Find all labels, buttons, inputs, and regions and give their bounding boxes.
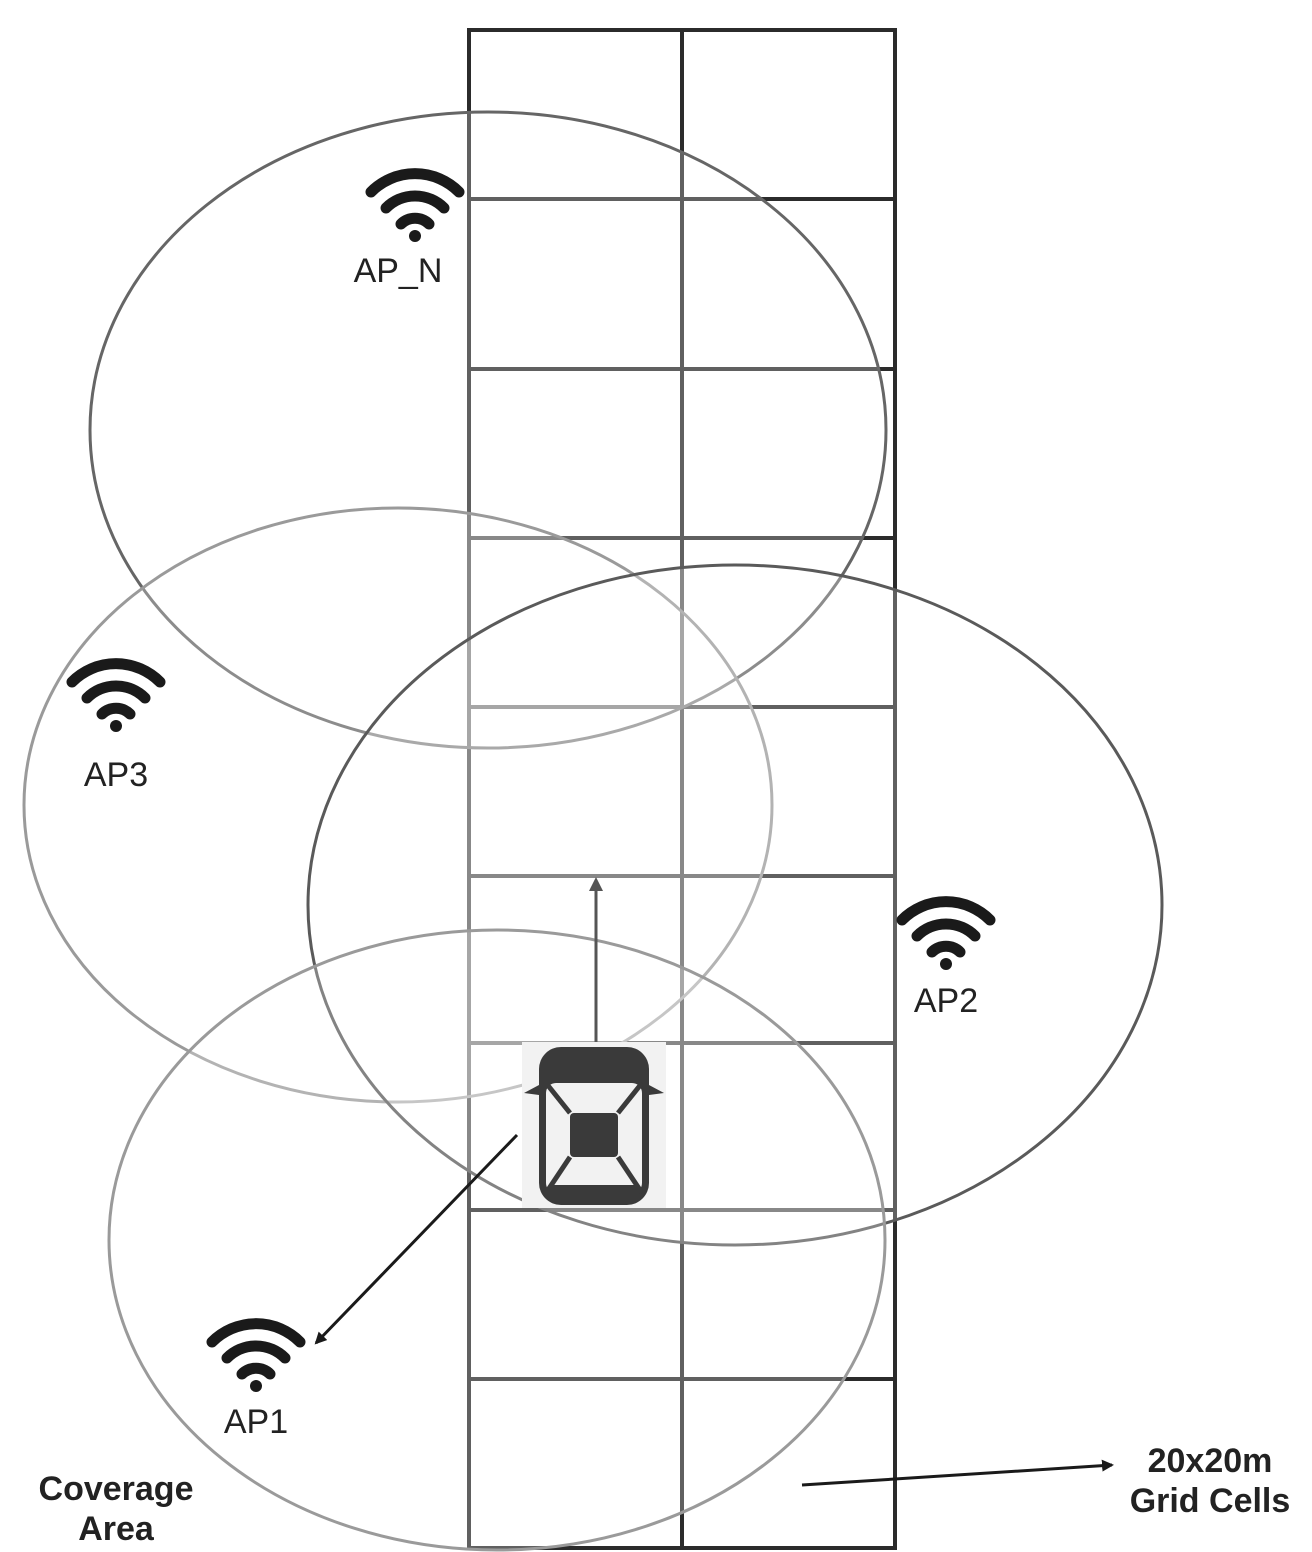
ap-n-label: AP_N bbox=[354, 252, 443, 290]
coverage-areas bbox=[22, 110, 1164, 1552]
grid-cells-label-line1: 20x20m bbox=[1148, 1442, 1273, 1480]
coverage-area-label-line1: Coverage bbox=[39, 1470, 194, 1508]
coverage-area-ap-n bbox=[88, 110, 888, 750]
coverage-area-ap2 bbox=[306, 563, 1164, 1247]
car-to-ap1-arrow bbox=[314, 1133, 519, 1345]
car-icon bbox=[522, 1042, 666, 1208]
ap2-label: AP2 bbox=[914, 982, 978, 1020]
ap3-label: AP3 bbox=[84, 756, 148, 794]
road-grid bbox=[467, 28, 897, 1550]
ap1-label: AP1 bbox=[224, 1403, 288, 1441]
coverage-area-ap3 bbox=[22, 506, 774, 1104]
coverage-area-label-line2: Area bbox=[78, 1510, 155, 1548]
coverage-area-ap1 bbox=[107, 928, 887, 1552]
grid-cells-arrow bbox=[801, 1459, 1114, 1487]
grid-cells-label-line2: Grid Cells bbox=[1130, 1482, 1291, 1520]
